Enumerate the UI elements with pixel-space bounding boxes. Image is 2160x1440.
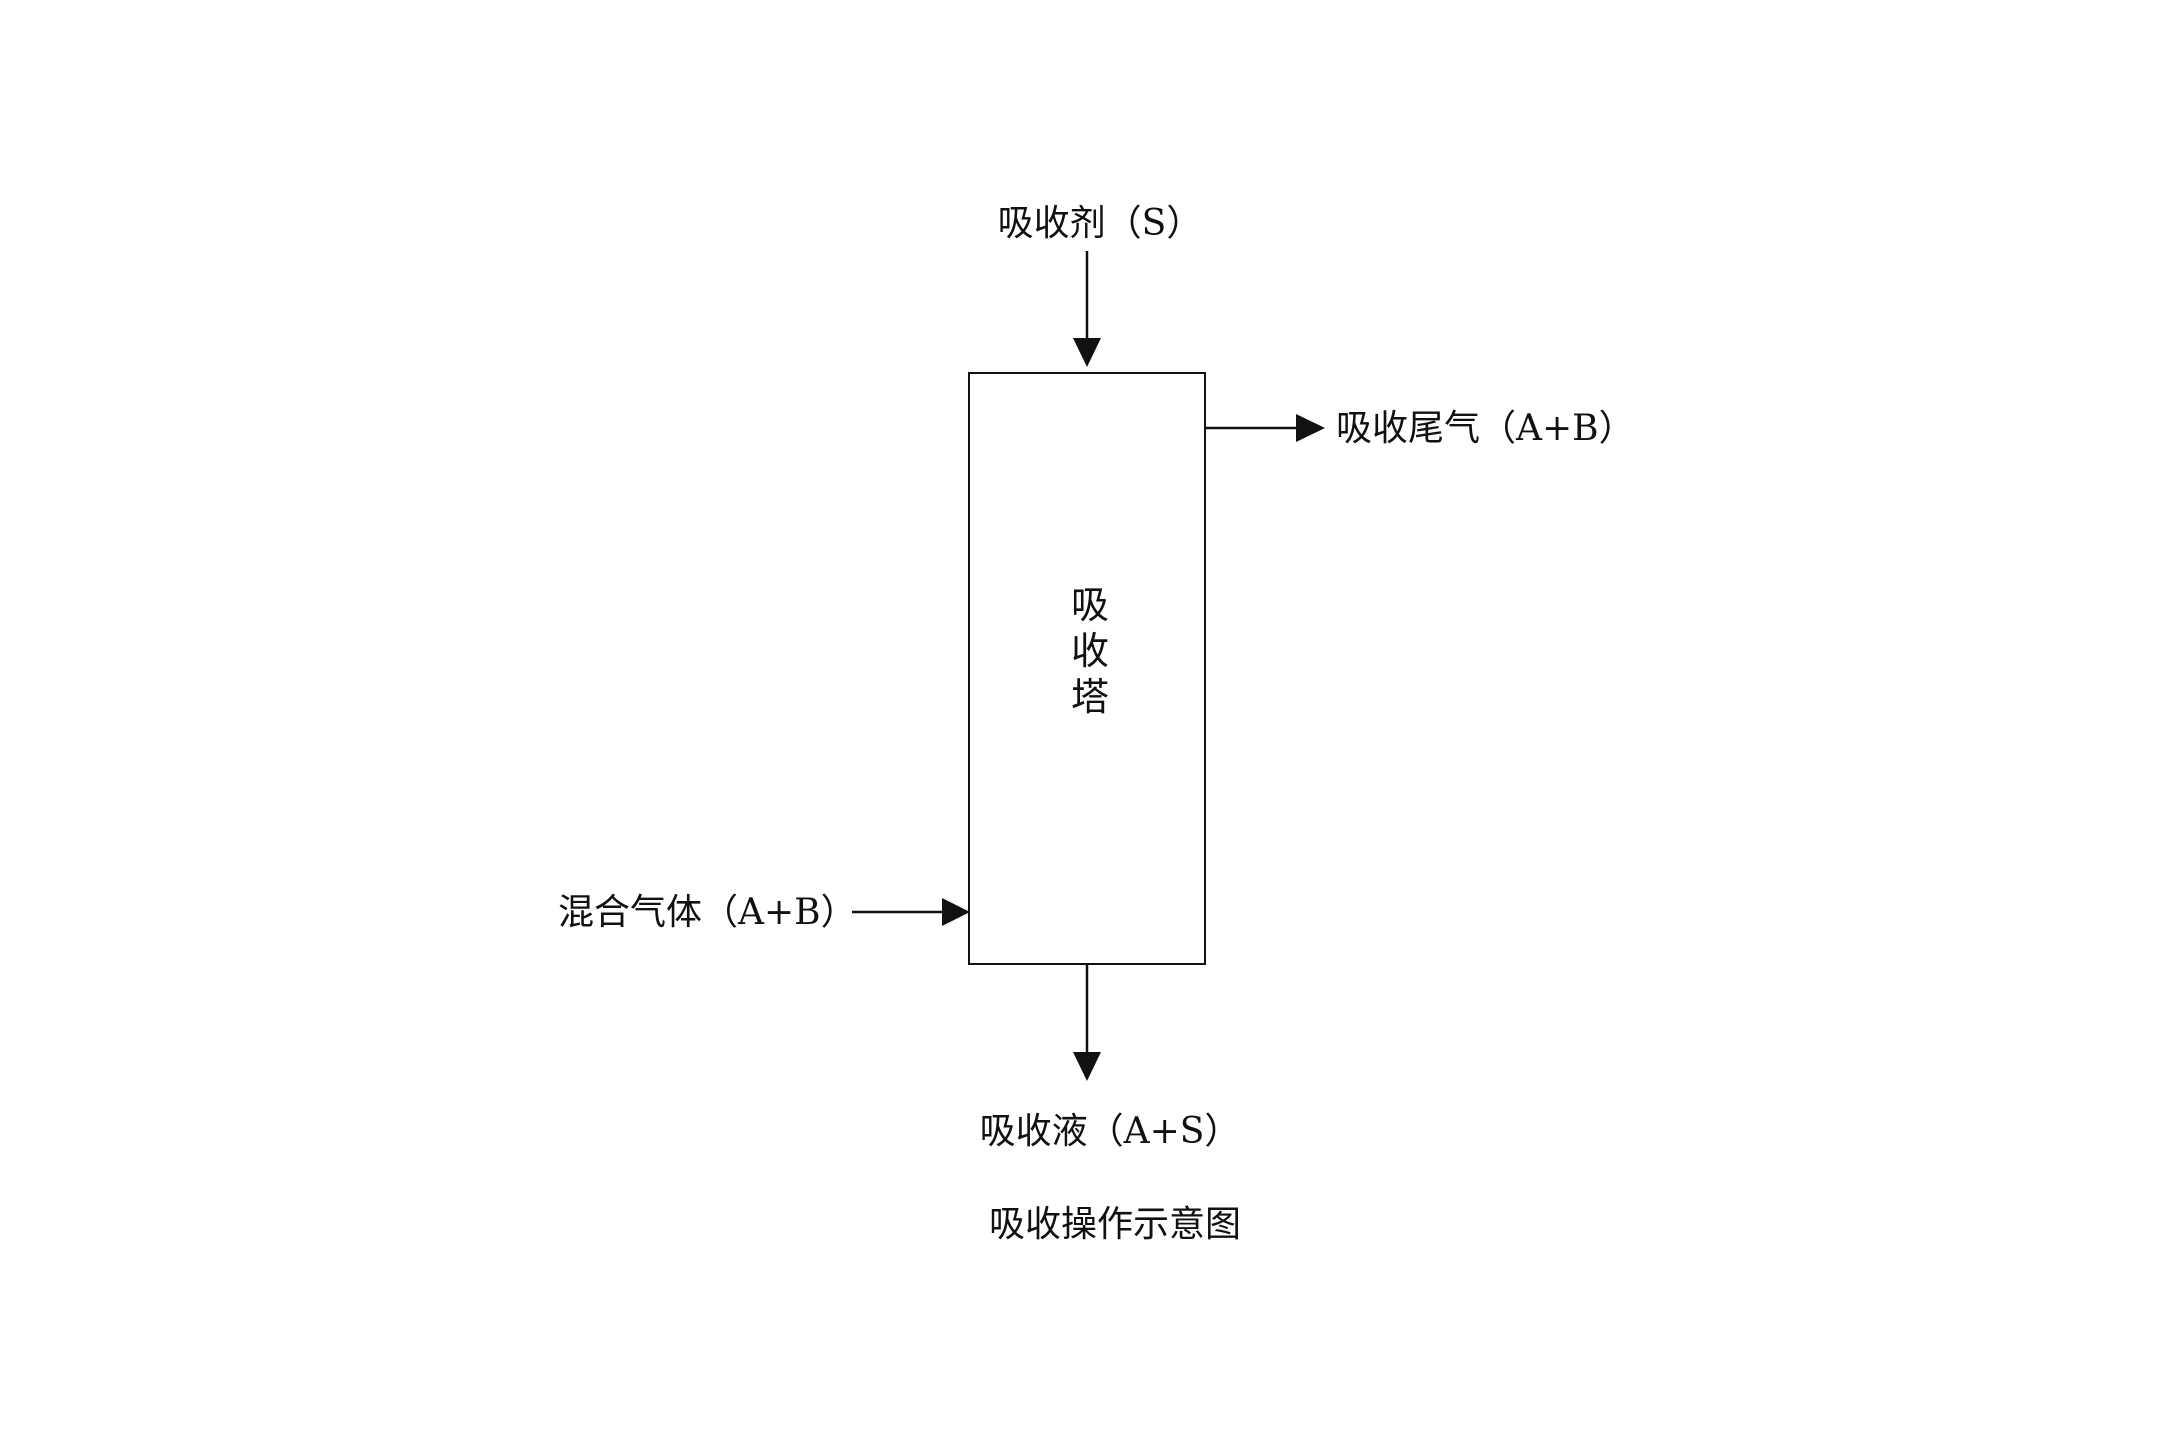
tower-label-2: 收 xyxy=(1071,629,1109,673)
absorbent-label: 吸收剂（S） xyxy=(998,203,1203,244)
absorbent-inlet-arrow xyxy=(1073,251,1101,367)
tower-label-3: 塔 xyxy=(1071,675,1109,719)
absorption-liquid-outlet-arrow xyxy=(1073,964,1101,1081)
tower-label-1: 吸 xyxy=(1071,583,1109,627)
mixed-gas-label: 混合气体（A+B） xyxy=(558,892,857,933)
tail-gas-label: 吸收尾气（A+B） xyxy=(1336,408,1635,449)
diagram-caption: 吸收操作示意图 xyxy=(989,1204,1241,1245)
tail-gas-outlet-arrow xyxy=(1205,414,1325,442)
absorption-tower xyxy=(968,372,1206,965)
absorption-liquid-label: 吸收液（A+S） xyxy=(980,1111,1241,1152)
mixed-gas-inlet-arrow xyxy=(852,898,970,926)
